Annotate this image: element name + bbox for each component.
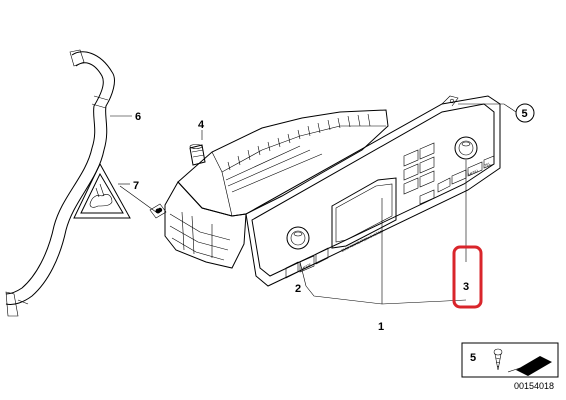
screw-icon: [493, 348, 503, 371]
warning-label-part[interactable]: [73, 162, 131, 219]
pin-part[interactable]: [189, 144, 206, 166]
menu-button-label: MENU: [468, 169, 479, 177]
wedge-icon: [507, 356, 552, 376]
callout-2: 2: [295, 283, 301, 295]
hose-part[interactable]: [5, 49, 115, 317]
legend-item-number: 5: [470, 352, 476, 364]
highlight-box: [452, 245, 483, 309]
diagram-id: 00154018: [514, 381, 554, 391]
chassis-texture: [225, 113, 371, 193]
callout-5: 5: [522, 108, 528, 120]
mode-button-label: MODE: [301, 262, 313, 270]
callout-7: 7: [133, 180, 139, 192]
legend-box: 5: [461, 342, 559, 378]
callout-3: 3: [463, 281, 469, 293]
callout-5-circled: 5: [515, 103, 535, 123]
callout-1: 1: [378, 321, 384, 333]
nav-buttons[interactable]: [285, 247, 329, 279]
tel-button-label: TEL: [484, 161, 492, 167]
leader-lines: [110, 103, 517, 305]
preset-buttons[interactable]: [403, 142, 435, 195]
callout-4: 4: [198, 119, 205, 131]
callout-6: 6: [135, 111, 141, 123]
